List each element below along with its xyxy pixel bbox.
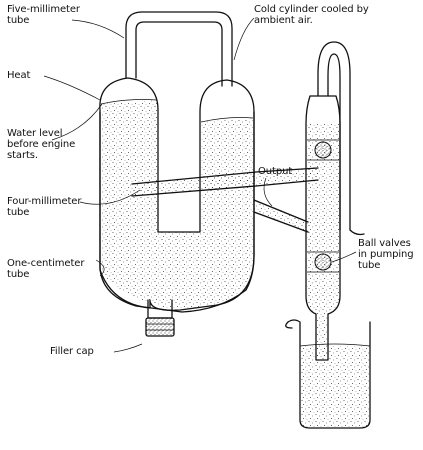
engine-body: [99, 77, 255, 313]
label-filler-cap: Filler cap: [50, 346, 94, 357]
label-one-centimeter-tube: One-centimeter tube: [7, 258, 85, 280]
label-heat: Heat: [7, 70, 31, 81]
beaker: [285, 319, 371, 429]
leader-lines: [43, 17, 357, 353]
pumping-tube: [305, 41, 365, 361]
label-four-millimeter-tube: Four-millimeter tube: [7, 196, 82, 218]
five-millimeter-tube: [125, 11, 233, 87]
ball-valve-upper: [314, 141, 332, 159]
ball-valve-lower: [314, 253, 332, 271]
label-five-millimeter-tube: Five-millimeter tube: [7, 4, 80, 26]
four-millimeter-tube: [131, 167, 319, 197]
label-ball-valves: Ball valves in pumping tube: [358, 238, 414, 271]
filler-cap: [145, 299, 175, 337]
output-tube: [253, 199, 309, 233]
label-water-level: Water level before engine starts.: [7, 128, 76, 161]
label-cold-cylinder: Cold cylinder cooled by ambient air.: [254, 4, 369, 26]
label-output: Output: [258, 166, 293, 177]
